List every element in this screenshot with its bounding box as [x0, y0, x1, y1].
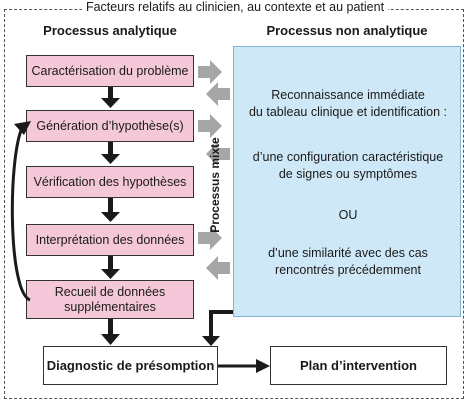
mixte-arrow-left-1: [206, 82, 230, 106]
non-analytic-to-diagnosis-connector: [209, 310, 233, 338]
step-additional-data: Recueil de données supplémentaires: [26, 280, 194, 319]
mixte-arrow-right-3: [198, 226, 222, 250]
feedback-loop-arrowhead: [14, 121, 31, 135]
step-data-interpretation: Interprétation des données: [26, 224, 194, 256]
non-analytic-or: OU: [338, 208, 358, 222]
diagnosis-box: Diagnostic de présomption: [43, 346, 218, 385]
step-characterization: Caractérisation du problème: [26, 55, 194, 87]
non-analytic-title: Processus non analytique: [266, 23, 428, 38]
non-analytic-line-2: du tableau clinique et identification :: [248, 105, 448, 119]
frame-title: Facteurs relatifs au clinicien, au conte…: [0, 0, 470, 14]
down-arrow-3: [101, 198, 120, 222]
diagnosis-to-plan-arrowhead: [256, 359, 270, 373]
non-analytic-line-6: rencontrés précédemment: [275, 263, 421, 277]
mixte-label: Processus mixte: [208, 137, 222, 233]
non-analytic-line-5: d’une similarité avec des cas: [268, 246, 428, 260]
down-arrow-1: [101, 87, 120, 108]
non-analytic-box: Reconnaissance immédiate du tableau clin…: [233, 46, 461, 317]
down-arrow-2: [101, 142, 120, 164]
non-analytic-line-1: Reconnaissance immédiate: [271, 88, 425, 102]
feedback-loop-arrow: [10, 127, 31, 302]
down-arrow-4: [101, 256, 120, 279]
down-arrow-to-diagnosis: [101, 319, 120, 345]
non-analytic-line-3: d’une configuration caractéristique: [252, 150, 444, 164]
plan-box: Plan d’intervention: [270, 346, 447, 385]
non-analytic-to-diagnosis-arrowhead: [202, 336, 220, 346]
step-hypothesis-generation: Génération d’hypothèse(s): [26, 110, 194, 142]
mixte-arrow-left-3: [206, 256, 230, 280]
mixte-arrow-right-2: [198, 114, 222, 138]
mixte-arrow-left-2: [206, 142, 230, 166]
step-hypothesis-verification: Vérification des hypothèses: [26, 166, 194, 198]
analytic-title: Processus analytique: [43, 23, 177, 38]
mixte-arrow-right-1: [198, 60, 222, 84]
non-analytic-line-4: de signes ou symptômes: [278, 167, 418, 181]
